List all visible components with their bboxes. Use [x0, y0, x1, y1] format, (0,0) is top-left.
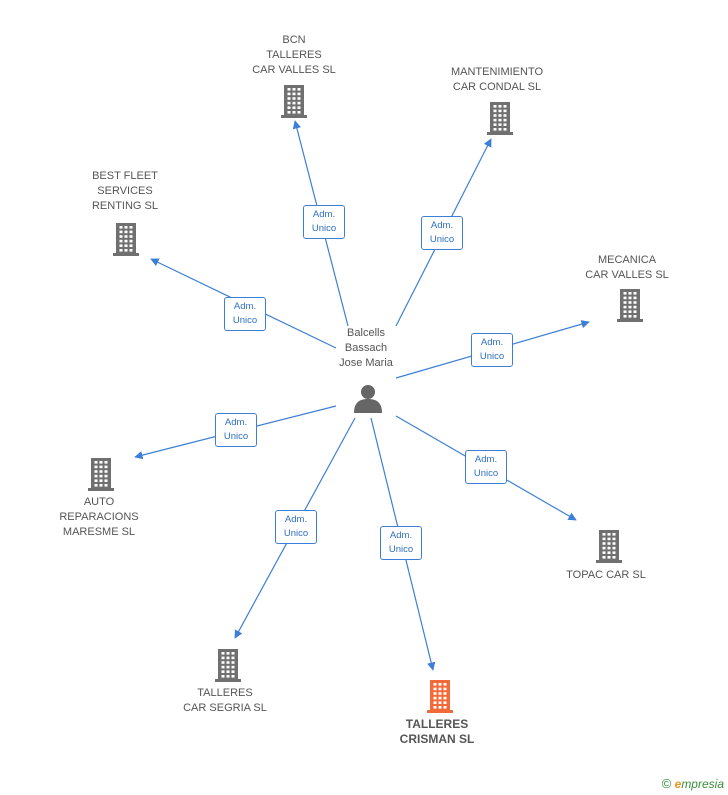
- company-name-line: TALLERES: [197, 687, 253, 699]
- relation-role-line1: Adm.: [224, 417, 248, 428]
- company-name-best-fleet[interactable]: BEST FLEET SERVICES RENTING SL: [50, 169, 200, 214]
- company-name-line: CAR CONDAL SL: [452, 81, 542, 93]
- company-name-line: TALLERES: [405, 717, 469, 731]
- building-icon: [88, 458, 114, 491]
- company-node-bcn-talleres[interactable]: [279, 84, 309, 118]
- relation-role-line2: Unico: [311, 223, 337, 234]
- person-name-line: Bassach: [344, 342, 388, 354]
- company-name-mantenimiento[interactable]: MANTENIMIENTO CAR CONDAL SL: [422, 65, 572, 95]
- company-name-talleres-segria[interactable]: TALLERES CAR SEGRIA SL: [150, 686, 300, 716]
- company-node-mantenimiento[interactable]: [485, 101, 515, 135]
- relation-role-line2: Unico: [388, 544, 414, 555]
- company-name-bcn-talleres[interactable]: BCN TALLERES CAR VALLES SL: [219, 33, 369, 78]
- relation-badge-talleres-segria[interactable]: Adm. Unico: [275, 510, 317, 544]
- relation-badge-bcn-talleres[interactable]: Adm. Unico: [303, 205, 345, 239]
- company-node-talleres-crisman[interactable]: [425, 679, 455, 713]
- company-name-auto-reparacions[interactable]: AUTO REPARACIONS MARESME SL: [24, 495, 174, 540]
- relation-badge-auto-reparacions[interactable]: Adm. Unico: [215, 413, 257, 447]
- company-name-line: CAR VALLES SL: [585, 269, 669, 281]
- brand-footer: © empresia: [662, 776, 724, 791]
- relation-badge-mecanica[interactable]: Adm. Unico: [471, 333, 513, 367]
- company-node-topac[interactable]: [594, 529, 624, 563]
- company-name-mecanica[interactable]: MECANICA CAR VALLES SL: [552, 253, 702, 283]
- copyright-symbol: ©: [661, 776, 672, 791]
- relation-role-line1: Adm.: [480, 337, 504, 348]
- company-name-line: BEST FLEET: [92, 170, 158, 182]
- relation-role-line2: Unico: [223, 431, 249, 442]
- building-icon: [617, 289, 643, 322]
- company-name-line: MECANICA: [597, 254, 657, 266]
- building-icon: [215, 649, 241, 682]
- company-name-topac[interactable]: TOPAC CAR SL: [531, 568, 681, 583]
- person-name-line: Jose Maria: [339, 357, 393, 369]
- relation-role-line1: Adm.: [233, 301, 257, 312]
- relation-badge-topac[interactable]: Adm. Unico: [465, 450, 507, 484]
- center-person-node[interactable]: [353, 383, 383, 413]
- company-name-line: CAR VALLES SL: [252, 64, 336, 76]
- relation-role-line2: Unico: [479, 351, 505, 362]
- brand-logo-initial: e: [674, 777, 682, 791]
- company-name-line: RENTING SL: [91, 200, 158, 212]
- relation-role-line2: Unico: [429, 234, 455, 245]
- company-name-line: TALLERES: [266, 49, 322, 61]
- company-name-line: BCN: [282, 34, 306, 46]
- building-icon: [281, 85, 307, 118]
- relation-badge-talleres-crisman[interactable]: Adm. Unico: [380, 526, 422, 560]
- relation-role-line2: Unico: [232, 315, 258, 326]
- company-name-line: CAR SEGRIA SL: [183, 702, 267, 714]
- company-node-auto-reparacions[interactable]: [86, 457, 116, 491]
- company-name-line: SERVICES: [97, 185, 153, 197]
- company-name-line: REPARACIONS: [59, 511, 139, 523]
- relation-badge-mantenimiento[interactable]: Adm. Unico: [421, 216, 463, 250]
- company-name-line: CRISMAN SL: [399, 732, 475, 746]
- company-name-line: AUTO: [83, 496, 115, 508]
- company-name-line: MANTENIMIENTO: [450, 66, 544, 78]
- relation-role-line1: Adm.: [312, 209, 336, 220]
- relation-role-line1: Adm.: [430, 220, 454, 231]
- brand-logo-text: mpresia: [681, 777, 724, 791]
- company-node-best-fleet[interactable]: [111, 222, 141, 256]
- company-name-line: MARESME SL: [62, 526, 136, 538]
- building-icon: [113, 223, 139, 256]
- relation-role-line1: Adm.: [474, 454, 498, 465]
- relation-badge-best-fleet[interactable]: Adm. Unico: [224, 297, 266, 331]
- building-icon: [427, 680, 453, 713]
- person-icon: [354, 385, 382, 413]
- company-name-line: TOPAC CAR SL: [566, 569, 646, 581]
- relation-role-line1: Adm.: [389, 530, 413, 541]
- company-node-mecanica[interactable]: [615, 288, 645, 322]
- person-name-line: Balcells: [347, 327, 385, 339]
- building-icon: [596, 530, 622, 563]
- relation-role-line1: Adm.: [284, 514, 308, 525]
- relation-role-line2: Unico: [283, 528, 309, 539]
- company-node-talleres-segria[interactable]: [213, 648, 243, 682]
- relation-role-line2: Unico: [473, 468, 499, 479]
- building-icon: [487, 102, 513, 135]
